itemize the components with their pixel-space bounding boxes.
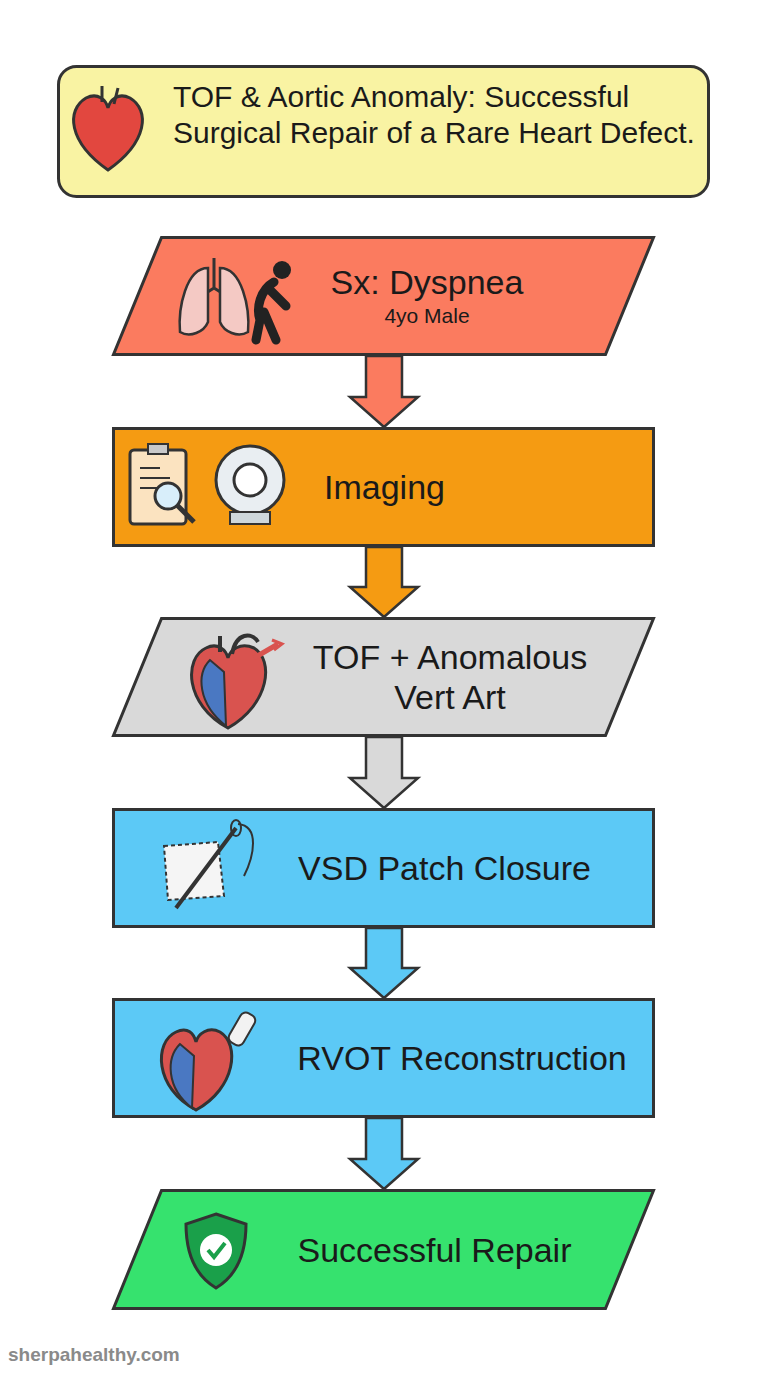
block-arrow <box>350 737 418 808</box>
io-parallelogram: Sx: Dyspnea4yo Male <box>112 236 655 356</box>
block-arrow <box>350 547 418 617</box>
title-text: TOF & Aortic Anomaly: Successful Surgica… <box>173 79 703 151</box>
block-arrow <box>350 928 418 998</box>
process-box: Imaging <box>112 427 655 547</box>
node-outline <box>112 617 655 737</box>
node-label: Imaging <box>324 467 445 507</box>
io-parallelogram: Successful Repair <box>112 1189 655 1310</box>
io-parallelogram: TOF + Anomalous Vert Art <box>112 617 655 737</box>
node-label: Successful Repair <box>297 1230 571 1270</box>
node-text-area: RVOT Reconstruction <box>262 998 662 1118</box>
node-text-area: Successful Repair <box>262 1189 607 1310</box>
process-box: RVOT Reconstruction <box>112 998 655 1118</box>
node-label: VSD Patch Closure <box>298 848 591 888</box>
watermark: sherpahealthy.com <box>8 1344 180 1366</box>
node-label: RVOT Reconstruction <box>297 1038 626 1078</box>
node-label: TOF + Anomalous Vert Art <box>290 637 610 717</box>
node-text-area: Sx: Dyspnea4yo Male <box>302 236 552 356</box>
node-text-area: Imaging <box>272 427 497 547</box>
node-label: Sx: Dyspnea <box>331 262 524 302</box>
node-sublabel: 4yo Male <box>384 302 469 330</box>
node-text-area: VSD Patch Closure <box>262 808 627 928</box>
title-box: TOF & Aortic Anomaly: Successful Surgica… <box>57 65 710 198</box>
node-text-area: TOF + Anomalous Vert Art <box>290 617 610 737</box>
block-arrow <box>350 356 418 427</box>
block-arrow <box>350 1118 418 1189</box>
process-box: VSD Patch Closure <box>112 808 655 928</box>
